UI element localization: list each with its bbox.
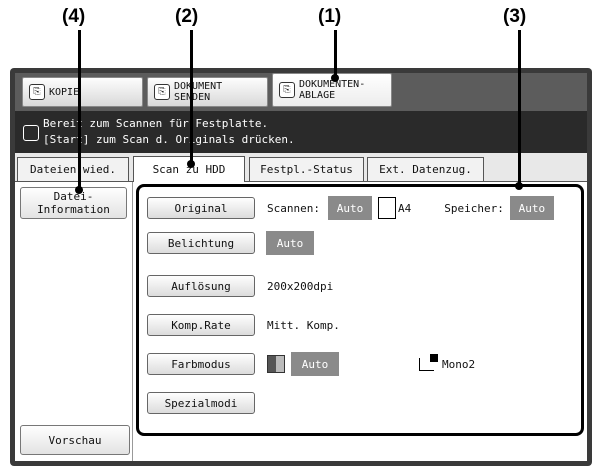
aufloesung-value: 200x200dpi bbox=[267, 279, 334, 293]
send-icon: ⎘ bbox=[154, 84, 170, 100]
callout-line-4 bbox=[78, 30, 81, 190]
kopie-label: KOPIE bbox=[49, 86, 80, 98]
spezialmodi-button[interactable]: Spezialmodi bbox=[147, 392, 255, 414]
dokumenten-ablage-label: DOKUMENTEN- ABLAGE bbox=[299, 79, 366, 101]
farbmodus-button[interactable]: Farbmodus bbox=[147, 353, 255, 375]
callout-line-3 bbox=[518, 30, 521, 187]
datei-information-button[interactable]: Datei- Information bbox=[20, 187, 127, 219]
callout-dot-3 bbox=[515, 182, 523, 190]
callout-line-2 bbox=[190, 30, 193, 164]
belichtung-value: Auto bbox=[266, 231, 314, 255]
aufloesung-button[interactable]: Auflösung bbox=[147, 275, 255, 297]
vorschau-button[interactable]: Vorschau bbox=[20, 425, 130, 455]
callout-4: (4) bbox=[62, 6, 86, 27]
paper-size: A4 bbox=[397, 201, 412, 215]
tab-festpl-status[interactable]: Festpl.-Status bbox=[249, 157, 364, 181]
dokument-senden-label: DOKUMENT SENDEN bbox=[174, 81, 223, 103]
scannen-label: Scannen: bbox=[267, 201, 320, 215]
speicher-label: Speicher: bbox=[444, 201, 504, 215]
documents-icon bbox=[23, 125, 39, 141]
speicher-value: Auto bbox=[509, 196, 554, 220]
tab-dateien-wied[interactable]: Dateien wied. bbox=[17, 157, 129, 181]
sidebar bbox=[15, 182, 133, 461]
farbmodus-value: Auto bbox=[291, 352, 339, 376]
callout-line-1 bbox=[334, 30, 337, 78]
filing-icon: ⎘ bbox=[279, 82, 295, 98]
callout-1: (1) bbox=[318, 6, 342, 27]
message-bar: Bereit zum Scannen für Festplatte. [Star… bbox=[15, 111, 587, 153]
original-row: Original Scannen: Auto A4 Speicher: Auto bbox=[147, 196, 554, 220]
komp-rate-value: Mitt. Komp. bbox=[267, 318, 340, 332]
komp-rate-button[interactable]: Komp.Rate bbox=[147, 314, 255, 336]
original-button[interactable]: Original bbox=[147, 197, 255, 219]
komp-rate-row: Komp.Rate Mitt. Komp. bbox=[147, 314, 340, 336]
aufloesung-row: Auflösung 200x200dpi bbox=[147, 275, 333, 297]
callout-2: (2) bbox=[175, 6, 199, 27]
tab-ext-datenzug[interactable]: Ext. Datenzug. bbox=[367, 157, 484, 181]
mono-icon bbox=[419, 353, 438, 371]
callout-dot-4 bbox=[75, 186, 83, 194]
belichtung-button[interactable]: Belichtung bbox=[147, 232, 255, 254]
callout-3: (3) bbox=[503, 6, 527, 27]
belichtung-row: Belichtung Auto bbox=[147, 231, 314, 255]
farbmodus-row: Farbmodus Auto Mono2 bbox=[147, 352, 476, 376]
copy-icon: ⎘ bbox=[29, 84, 45, 100]
kopie-mode-button[interactable]: ⎘ KOPIE bbox=[22, 77, 143, 107]
spezialmodi-row: Spezialmodi bbox=[147, 392, 255, 414]
callout-dot-2 bbox=[187, 160, 195, 168]
mono-value: Mono2 bbox=[442, 357, 476, 371]
paper-icon bbox=[377, 197, 396, 219]
scannen-value: Auto bbox=[327, 196, 372, 220]
dokument-senden-mode-button[interactable]: ⎘ DOKUMENT SENDEN bbox=[147, 77, 268, 107]
color-grid-icon bbox=[267, 355, 285, 373]
callout-dot-1 bbox=[331, 74, 339, 82]
